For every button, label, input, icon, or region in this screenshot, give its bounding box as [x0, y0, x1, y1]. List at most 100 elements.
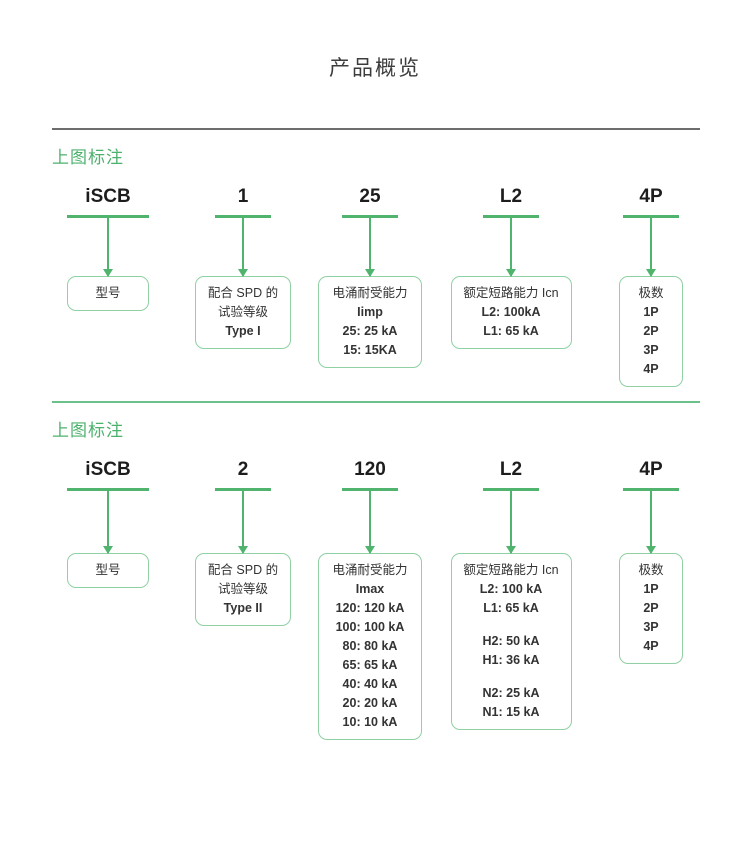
- box-line: 65: 65 kA: [342, 658, 398, 672]
- box-line: 额定短路能力 Icn: [463, 286, 559, 300]
- code-column-surge-capacity: 25 电涌耐受能力 Iimp 25: 25 kA 15: 15KA: [314, 186, 426, 368]
- box-line: 配合 SPD 的: [207, 286, 279, 300]
- box-line: 20: 20 kA: [342, 696, 398, 710]
- box-line: 型号: [95, 563, 121, 577]
- description-box: 型号: [67, 276, 149, 311]
- box-line: Type I: [225, 324, 261, 338]
- box-line: 4P: [643, 362, 659, 376]
- box-line: 80: 80 kA: [342, 639, 398, 653]
- code-underline: [215, 215, 271, 218]
- box-line: 额定短路能力 Icn: [463, 563, 559, 577]
- code-label: 120: [354, 459, 386, 480]
- code-label: 1: [237, 186, 249, 207]
- box-line: 25: 25 kA: [342, 324, 398, 338]
- section-heading: 上图标注: [52, 148, 124, 167]
- code-label: iSCB: [85, 186, 131, 207]
- box-line: 1P: [643, 582, 659, 596]
- box-line-spacer: [461, 670, 562, 684]
- code-column-short-circuit: L2 额定短路能力 Icn L2: 100 kA L1: 65 kA H2: 5…: [448, 459, 574, 730]
- code-label: L2: [499, 186, 523, 207]
- code-underline: [67, 215, 149, 218]
- code-column-model: iSCB 型号: [52, 186, 164, 311]
- box-line: 40: 40 kA: [342, 677, 398, 691]
- code-label: 2: [237, 459, 249, 480]
- code-columns: iSCB 型号 2 配合 SPD 的 试验等级 Type II 120: [52, 459, 700, 740]
- code-label: iSCB: [85, 459, 131, 480]
- box-line: L1: 65 kA: [483, 324, 539, 338]
- description-box: 配合 SPD 的 试验等级 Type I: [195, 276, 291, 349]
- connector-arrow: [107, 491, 109, 553]
- box-line: 4P: [643, 639, 659, 653]
- box-line: 2P: [643, 324, 659, 338]
- code-label: 4P: [639, 186, 663, 207]
- box-line: 3P: [643, 620, 659, 634]
- connector-arrow: [510, 491, 512, 553]
- box-line: 型号: [95, 286, 121, 300]
- code-underline: [623, 488, 679, 491]
- box-line: 1P: [643, 305, 659, 319]
- description-box: 电涌耐受能力 Iimp 25: 25 kA 15: 15KA: [318, 276, 422, 368]
- section-divider: [52, 128, 700, 130]
- code-label: L2: [499, 459, 523, 480]
- box-line: Type II: [223, 601, 263, 615]
- connector-arrow: [107, 218, 109, 276]
- box-line: N2: 25 kA: [482, 686, 540, 700]
- box-line: 10: 10 kA: [342, 715, 398, 729]
- box-line: 电涌耐受能力: [332, 563, 408, 577]
- section-heading: 上图标注: [52, 421, 124, 440]
- code-underline: [623, 215, 679, 218]
- box-line: L2: 100kA: [481, 305, 541, 319]
- code-column-poles: 4P 极数 1P 2P 3P 4P: [602, 186, 700, 387]
- code-underline: [342, 215, 398, 218]
- box-line: N1: 15 kA: [482, 705, 540, 719]
- box-line: H2: 50 kA: [482, 634, 540, 648]
- code-underline: [67, 488, 149, 491]
- box-line-spacer: [461, 618, 562, 632]
- section-diagram-1: 上图标注 iSCB 型号 1 配合 SPD 的 试验等级 Type I: [52, 128, 700, 387]
- code-label: 4P: [639, 459, 663, 480]
- code-columns: iSCB 型号 1 配合 SPD 的 试验等级 Type I 25: [52, 186, 700, 387]
- box-line: 15: 15KA: [343, 343, 397, 357]
- box-line: 试验等级: [217, 305, 268, 319]
- box-line: Iimp: [357, 305, 383, 319]
- connector-arrow: [369, 491, 371, 553]
- code-column-model: iSCB 型号: [52, 459, 164, 588]
- box-line: H1: 36 kA: [482, 653, 540, 667]
- code-column-spd-test-class: 1 配合 SPD 的 试验等级 Type I: [187, 186, 299, 349]
- description-box: 型号: [67, 553, 149, 588]
- box-line: 100: 100 kA: [335, 620, 405, 634]
- box-line: Imax: [355, 582, 385, 596]
- code-column-short-circuit: L2 额定短路能力 Icn L2: 100kA L1: 65 kA: [448, 186, 574, 349]
- box-line: L2: 100 kA: [479, 582, 543, 596]
- box-line: 3P: [643, 343, 659, 357]
- code-underline: [483, 488, 539, 491]
- box-line: L1: 65 kA: [483, 601, 539, 615]
- section-diagram-2: 上图标注 iSCB 型号 2 配合 SPD 的 试验等级 Type II: [52, 401, 700, 740]
- page-title: 产品概览: [329, 57, 421, 80]
- box-line: 试验等级: [217, 582, 268, 596]
- code-underline: [483, 215, 539, 218]
- section-divider: [52, 401, 700, 403]
- code-underline: [342, 488, 398, 491]
- description-box: 电涌耐受能力 Imax 120: 120 kA 100: 100 kA 80: …: [318, 553, 422, 740]
- code-column-surge-capacity: 120 电涌耐受能力 Imax 120: 120 kA 100: 100 kA …: [314, 459, 426, 740]
- box-line: 极数: [638, 286, 664, 300]
- description-box: 极数 1P 2P 3P 4P: [619, 553, 683, 664]
- description-box: 额定短路能力 Icn L2: 100 kA L1: 65 kA H2: 50 k…: [450, 553, 572, 730]
- description-box: 额定短路能力 Icn L2: 100kA L1: 65 kA: [450, 276, 572, 349]
- box-line: 2P: [643, 601, 659, 615]
- code-column-poles: 4P 极数 1P 2P 3P 4P: [602, 459, 700, 664]
- code-label: 25: [359, 186, 381, 207]
- connector-arrow: [369, 218, 371, 276]
- code-underline: [215, 488, 271, 491]
- box-line: 极数: [638, 563, 664, 577]
- box-line: 电涌耐受能力: [332, 286, 408, 300]
- connector-arrow: [650, 491, 652, 553]
- description-box: 配合 SPD 的 试验等级 Type II: [195, 553, 291, 626]
- connector-arrow: [242, 491, 244, 553]
- connector-arrow: [242, 218, 244, 276]
- box-line: 配合 SPD 的: [207, 563, 279, 577]
- connector-arrow: [510, 218, 512, 276]
- box-line: 120: 120 kA: [335, 601, 405, 615]
- connector-arrow: [650, 218, 652, 276]
